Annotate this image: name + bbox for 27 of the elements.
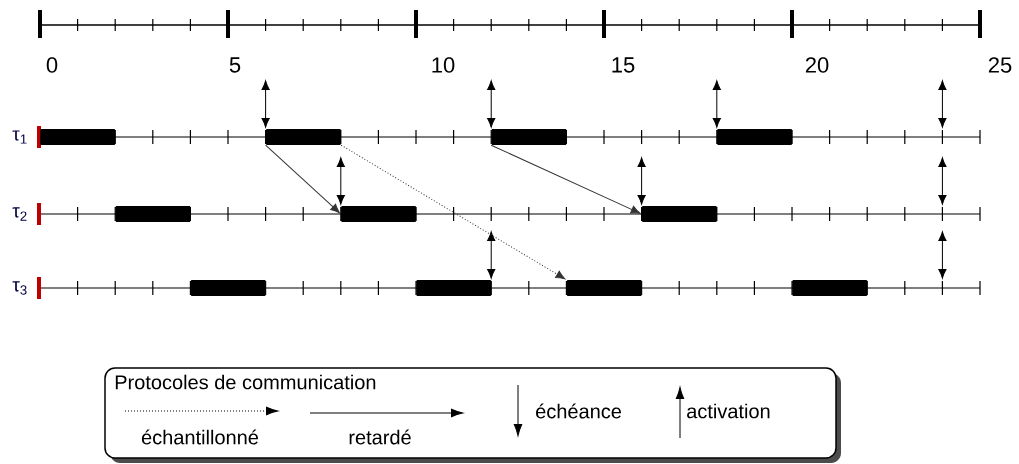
task-bar [717,129,793,145]
task-bar [641,206,717,222]
legend-title: Protocoles de communication [115,374,376,390]
tick-label: 20 [805,57,829,73]
arrow [265,144,340,214]
tick-label: 0 [46,57,58,73]
task-bar [416,280,492,296]
tick-label: 15 [612,57,635,73]
task-bar [115,206,191,222]
task-bar [265,129,341,145]
tick-label: 5 [229,57,241,73]
task-label: τ$_{2}$ [12,207,27,221]
legend-text: activation [687,403,770,419]
legend-text: échéance [536,403,622,419]
legend-text: retardé [349,429,411,445]
arrow [340,144,566,280]
tick-label: 25 [988,57,1012,73]
task-label: τ$_{3}$ [12,281,27,295]
task-bar [566,280,642,296]
task-bar [491,129,567,145]
legend-text: échantillonné [141,429,258,445]
arrow [490,144,641,214]
task-bar [341,206,417,222]
task-bar [40,129,116,145]
task-bar [792,280,868,296]
tick-label: 10 [432,57,455,73]
task-bar [190,280,266,296]
